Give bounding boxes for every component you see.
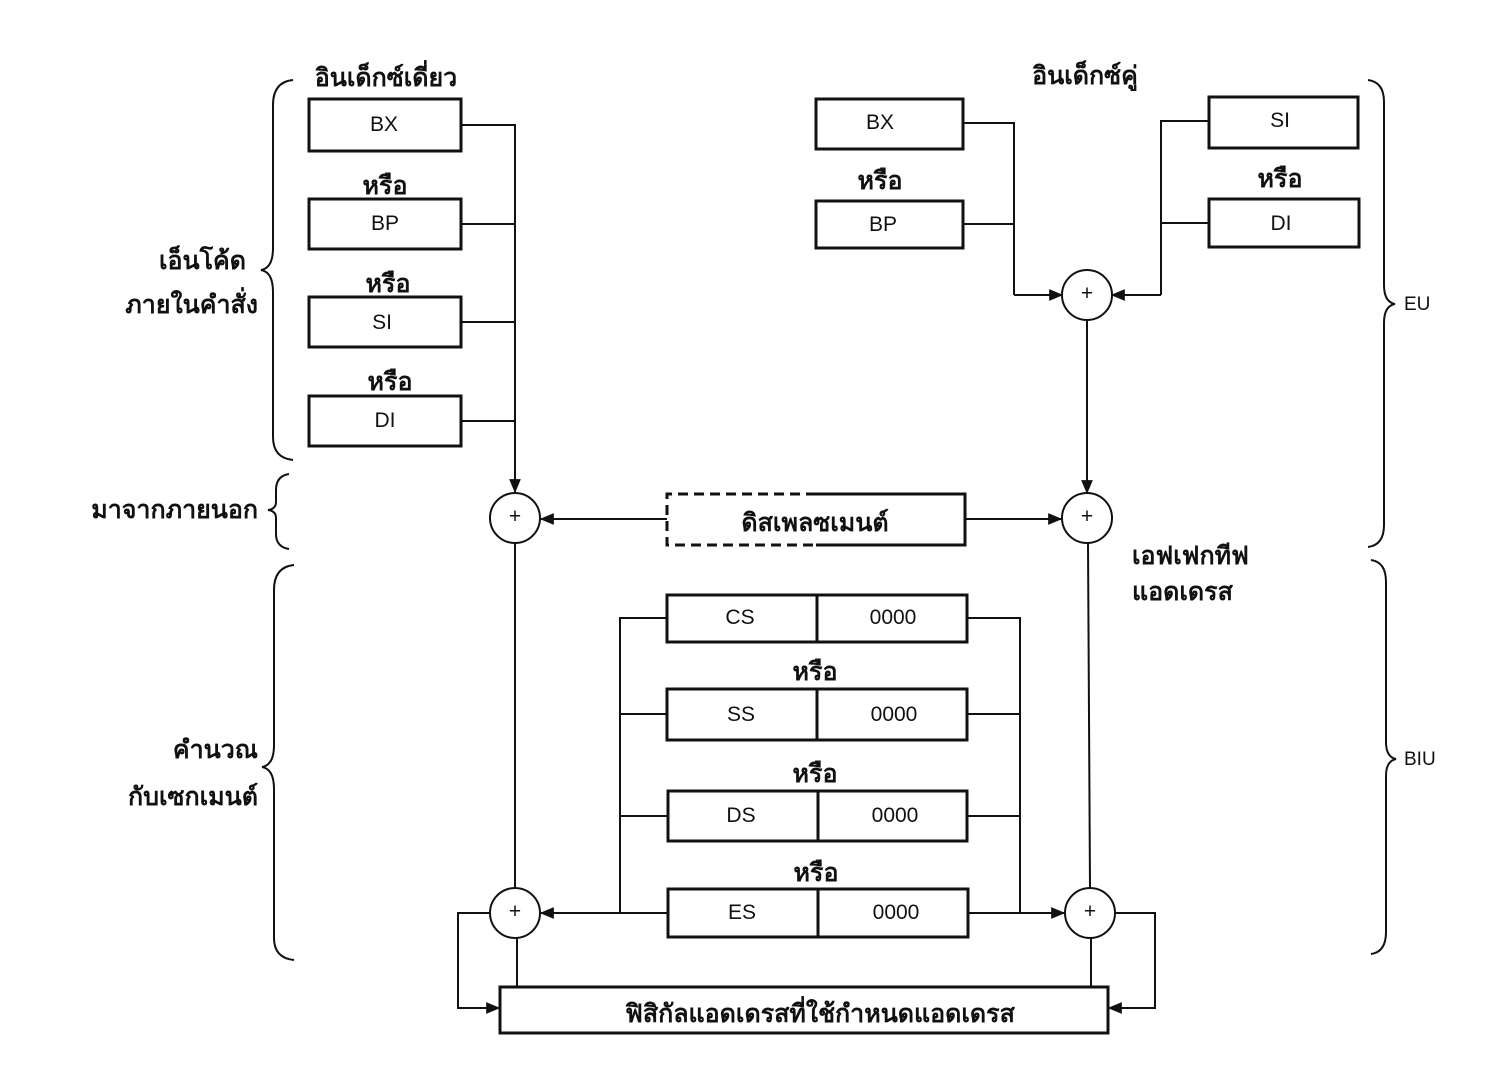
single-index-or-2: หรือ — [365, 269, 411, 298]
segment-name-ss: SS — [726, 703, 756, 726]
double-index-or-index: หรือ — [1257, 164, 1303, 193]
double-base-bus — [963, 122, 1055, 296]
double-index-label-bx: BX — [865, 111, 895, 134]
adder-symbol-single-index: + — [508, 505, 522, 528]
segment-or-3: หรือ — [793, 858, 839, 887]
segment-name-cs: CS — [725, 606, 755, 629]
effective-address-line1: เอฟเฟกทีฟ — [1132, 541, 1249, 570]
effective-address-down-line — [1087, 542, 1091, 889]
double-index-label-bp: BP — [868, 213, 898, 236]
brace-biu — [1370, 559, 1397, 955]
segment-name-ds: DS — [726, 804, 756, 827]
single-index-bus — [461, 124, 516, 486]
brace-encoded — [260, 79, 294, 461]
double-index-box-si — [1207, 95, 1360, 150]
brace-external — [267, 473, 290, 550]
label-external: มาจากภายนอก — [91, 495, 258, 524]
adder-double-index — [1061, 269, 1113, 321]
label-segment-calc-line1: คำนวณ — [172, 735, 258, 764]
segment-left-bus — [619, 617, 668, 913]
double-index-label-si: SI — [1270, 109, 1290, 132]
double-index-label-di: DI — [1270, 212, 1292, 235]
segment-shift-es: 0000 — [872, 901, 920, 924]
right-feedback-line — [1115, 912, 1156, 1009]
single-index-label-si: SI — [372, 311, 392, 334]
segment-or-1: หรือ — [792, 657, 838, 686]
segment-right-bus — [967, 617, 1021, 913]
adder-symbol-double-index: + — [1080, 282, 1094, 305]
single-index-label-di: DI — [374, 409, 396, 432]
single-index-label-bp: BP — [370, 212, 400, 235]
displacement-box-dashed — [665, 492, 816, 547]
segment-shift-cs: 0000 — [869, 606, 917, 629]
double-index-title: อินเด็กซ์คู่ — [1032, 61, 1138, 90]
physical-address-label: ฟิสิกัลแอดเดรสที่ใช้กำหนดแอดเดรส — [625, 999, 1015, 1028]
label-segment-calc-line2: กับเซกเมนต์ — [127, 782, 258, 811]
effective-address-line2: แอดเดรส — [1132, 577, 1233, 606]
label-eu: EU — [1404, 294, 1431, 315]
segment-or-2: หรือ — [792, 759, 838, 788]
adder-symbol-effective-address: + — [1080, 505, 1094, 528]
segment-shift-ds: 0000 — [871, 804, 919, 827]
adder-symbol-right-physical: + — [1083, 900, 1097, 923]
label-encoded-line1: เอ็นโค้ด — [158, 246, 246, 275]
brace-segment-calc — [261, 564, 295, 961]
single-index-label-bx: BX — [369, 113, 399, 136]
displacement-label: ดิสเพลซเมนต์ — [741, 508, 889, 537]
single-index-or-3: หรือ — [367, 367, 413, 396]
single-index-title: อินเด็กซ์เดี่ยว — [314, 63, 458, 92]
label-biu: BIU — [1404, 749, 1436, 770]
segment-shift-ss: 0000 — [870, 703, 918, 726]
adder-symbol-left-physical: + — [508, 900, 522, 923]
double-index-bus — [1160, 120, 1209, 295]
left-feedback-line — [457, 912, 490, 1009]
single-index-or-1: หรือ — [362, 171, 408, 200]
double-index-or-base: หรือ — [857, 166, 903, 195]
label-encoded-line2: ภายในคำสั่ง — [125, 290, 258, 319]
segment-name-es: ES — [727, 901, 757, 924]
brace-eu — [1367, 79, 1396, 548]
